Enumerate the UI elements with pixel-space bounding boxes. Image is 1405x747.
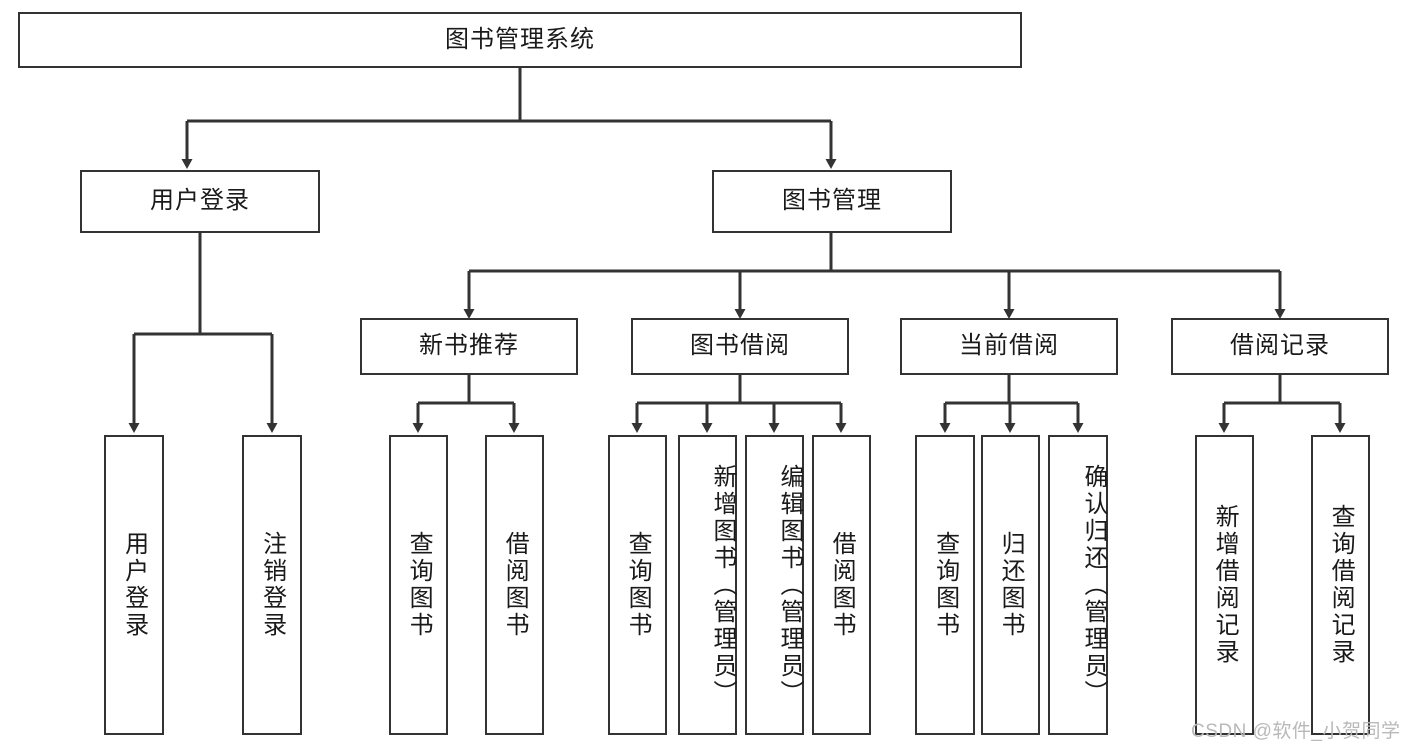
- leaf-borrow-book[interactable]: 借阅图书: [812, 435, 871, 735]
- leaf-borrow-book-newbook[interactable]: 借阅图书: [485, 435, 544, 735]
- leaf-add-book-admin[interactable]: 新增图书（管理员）: [678, 435, 737, 735]
- node-new-book-recommend[interactable]: 新书推荐: [360, 318, 578, 375]
- leaf-query-borrow-record[interactable]: 查询借阅记录: [1311, 435, 1370, 735]
- leaf-add-borrow-record[interactable]: 新增借阅记录: [1195, 435, 1254, 735]
- leaf-confirm-return-admin[interactable]: 确认归还（管理员）: [1048, 435, 1108, 735]
- node-book-management[interactable]: 图书管理: [712, 170, 952, 233]
- leaf-return-book[interactable]: 归还图书: [981, 435, 1040, 735]
- node-root-system[interactable]: 图书管理系统: [18, 12, 1022, 68]
- leaf-query-book-newbook[interactable]: 查询图书: [389, 435, 448, 735]
- csdn-watermark: CSDN @软件_小贺同学: [1191, 721, 1401, 742]
- leaf-logout[interactable]: 注销登录: [242, 435, 302, 735]
- leaf-edit-book-admin[interactable]: 编辑图书（管理员）: [745, 435, 804, 735]
- node-user-login[interactable]: 用户登录: [80, 170, 320, 233]
- node-book-borrow[interactable]: 图书借阅: [631, 318, 849, 375]
- node-current-borrow[interactable]: 当前借阅: [900, 318, 1118, 375]
- leaf-user-login[interactable]: 用户登录: [104, 435, 164, 735]
- leaf-query-book-borrow[interactable]: 查询图书: [608, 435, 667, 735]
- node-borrow-records[interactable]: 借阅记录: [1171, 318, 1389, 375]
- leaf-query-book-current[interactable]: 查询图书: [915, 435, 975, 735]
